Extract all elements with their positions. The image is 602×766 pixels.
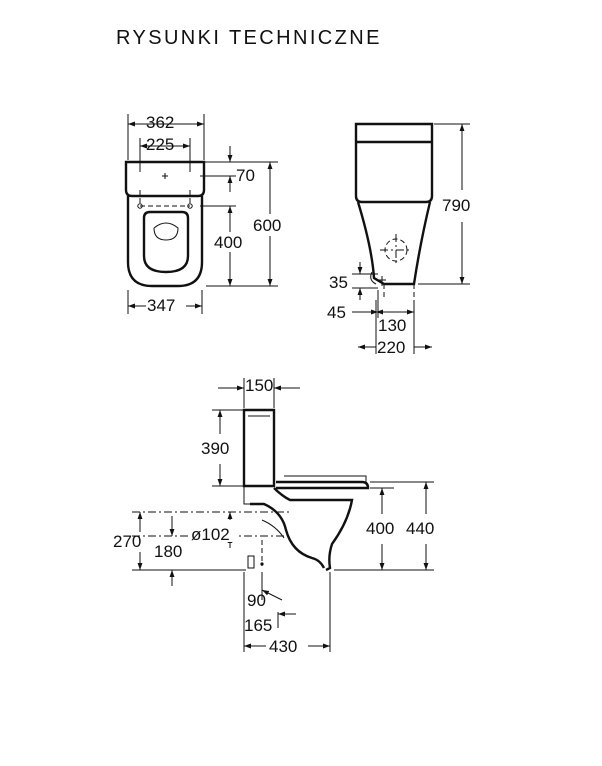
dim-347: 347: [147, 296, 175, 315]
dim-165: 165: [244, 616, 272, 635]
dim-90: 90: [247, 591, 266, 610]
dim-o102: ø102: [191, 525, 230, 544]
side-view: 150 390 270 180 ø102 400 440: [113, 376, 434, 656]
dim-180: 180: [154, 542, 182, 561]
dim-400-top: 400: [214, 233, 242, 252]
dim-390: 390: [201, 439, 229, 458]
dim-35: 35: [329, 273, 348, 292]
dim-270: 270: [113, 532, 141, 551]
front-view: 790 35 45 130 220: [327, 122, 470, 357]
page-title: RYSUNKI TECHNICZNE: [116, 27, 382, 49]
top-view: 362 225 70 400 600 347: [124, 113, 281, 315]
dim-150: 150: [245, 376, 273, 395]
dim-225: 225: [146, 135, 174, 154]
dim-440: 440: [406, 519, 434, 538]
tank-top-outline: [124, 160, 206, 198]
dim-400-side: 400: [366, 519, 394, 538]
bowl-top-outline: [126, 196, 204, 288]
seat-side-outline: [276, 480, 370, 490]
dim-45: 45: [327, 303, 346, 322]
dim-130: 130: [378, 316, 406, 335]
bowl-front-outline: [356, 201, 432, 286]
dim-220: 220: [377, 338, 405, 357]
dim-70: 70: [236, 166, 255, 185]
bowl-side-outline: [273, 487, 354, 572]
dim-600: 600: [253, 216, 281, 235]
dim-362: 362: [146, 113, 174, 132]
tank-front-outline: [354, 122, 434, 204]
dim-790: 790: [442, 196, 470, 215]
seat-opening: [142, 210, 190, 274]
tank-side-outline: [242, 408, 276, 488]
dim-430: 430: [269, 637, 297, 656]
